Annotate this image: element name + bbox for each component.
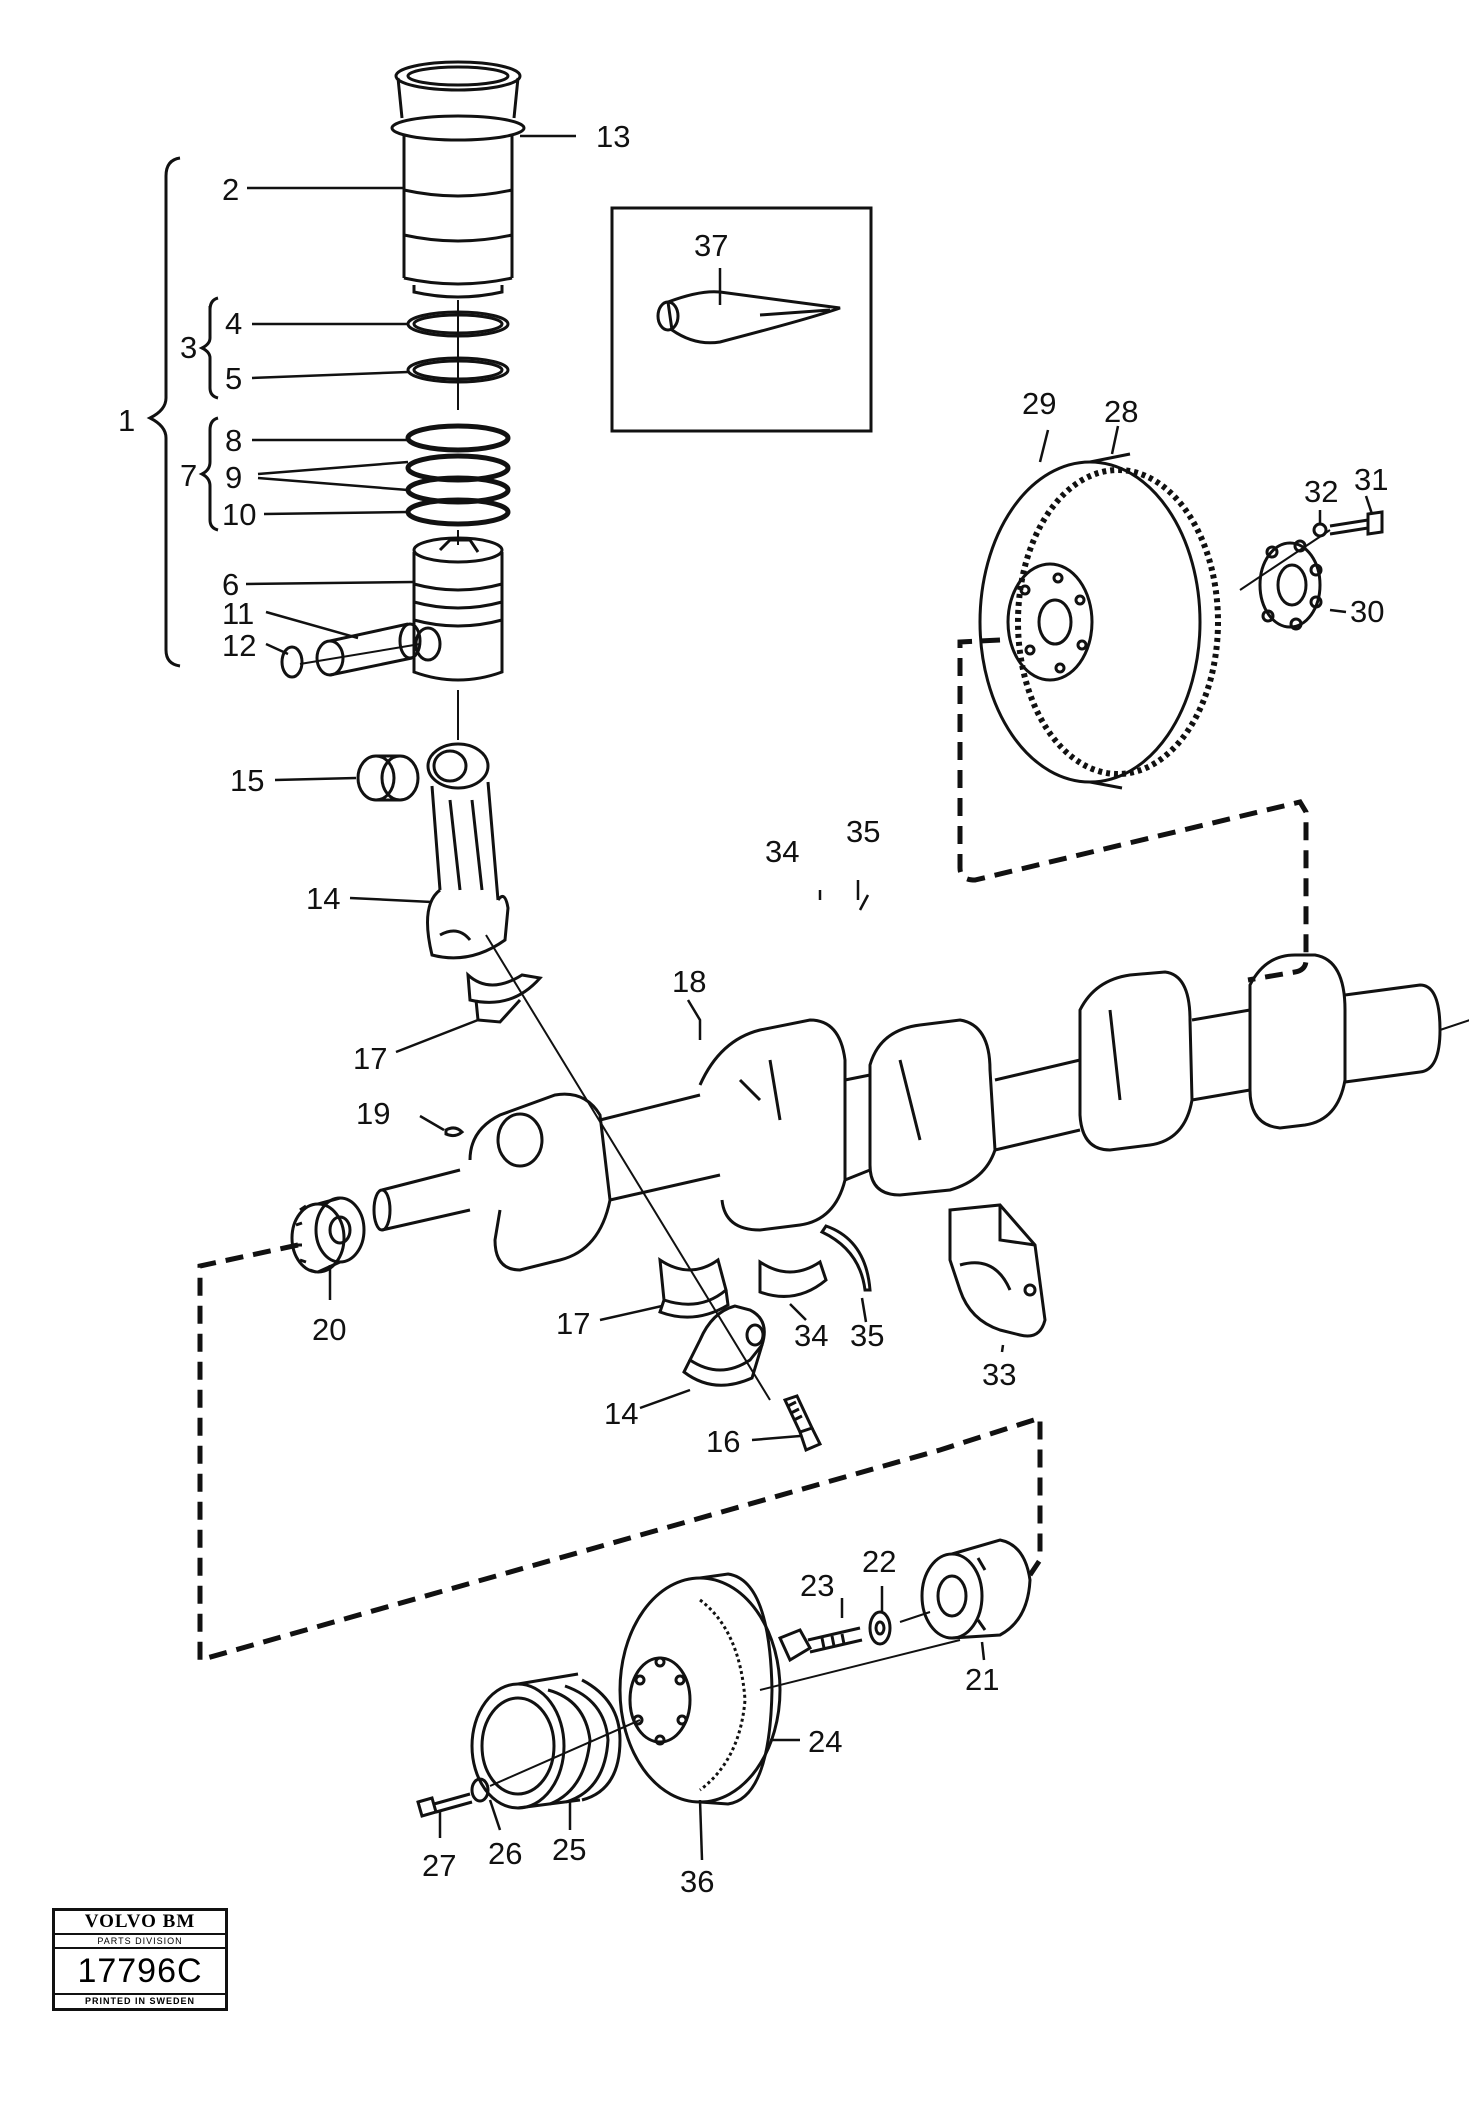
callout-3: 3 <box>180 330 197 365</box>
kit-bracket-3 <box>198 296 219 400</box>
callout-14a: 14 <box>306 881 340 916</box>
callout-22: 22 <box>862 1544 896 1579</box>
callout-30: 30 <box>1350 594 1384 629</box>
connecting-rod <box>426 742 510 960</box>
inset-sealant-tube-box <box>610 206 873 433</box>
callout-37: 37 <box>694 228 728 263</box>
publisher-stamp: VOLVO BM PARTS DIVISION 17796C PRINTED I… <box>52 1908 228 2011</box>
stamp-division: PARTS DIVISION <box>55 1935 225 1949</box>
connecting-rod-cap <box>682 1304 766 1387</box>
callout-34a: 34 <box>765 834 799 869</box>
flywheel-lock-plate <box>1258 539 1323 631</box>
callout-35b: 35 <box>850 1318 884 1353</box>
callout-17a: 17 <box>353 1041 387 1076</box>
callout-10: 10 <box>222 497 256 532</box>
piston <box>412 536 504 682</box>
callout-19: 19 <box>356 1096 390 1131</box>
kit-bracket-7 <box>198 416 219 532</box>
callout-23: 23 <box>800 1568 834 1603</box>
callout-28: 28 <box>1104 394 1138 429</box>
callout-7: 7 <box>180 458 197 493</box>
stamp-brand: VOLVO BM <box>55 1911 225 1935</box>
rod-cap-bolt <box>782 1394 823 1453</box>
callout-12: 12 <box>222 628 256 663</box>
callout-36: 36 <box>680 1864 714 1899</box>
leader-lines <box>245 134 1374 1861</box>
callout-25: 25 <box>552 1832 586 1867</box>
assembly-axis-rod <box>485 934 771 1401</box>
callout-2: 2 <box>222 172 239 207</box>
callout-13: 13 <box>596 119 630 154</box>
callout-31: 31 <box>1354 462 1388 497</box>
callout-27: 27 <box>422 1848 456 1883</box>
drawing-number: 17796C <box>55 1949 225 1995</box>
callout-6: 6 <box>222 567 239 602</box>
crank-hub-21 <box>920 1538 1032 1640</box>
v-belt-pulley <box>470 1672 622 1810</box>
con-rod-bearing-upper <box>466 971 543 1024</box>
stamp-printed: PRINTED IN SWEDEN <box>84 1996 195 2006</box>
callout-15: 15 <box>230 763 264 798</box>
callout-21: 21 <box>965 1662 999 1697</box>
callout-18: 18 <box>672 964 706 999</box>
circlip <box>280 645 304 679</box>
callout-1: 1 <box>118 403 135 438</box>
callout-5: 5 <box>225 361 242 396</box>
callout-11: 11 <box>222 596 254 631</box>
pulley-bolt-23 <box>777 1626 863 1663</box>
main-bearing-34 <box>758 1259 828 1298</box>
vibration-damper <box>618 1572 782 1806</box>
callout-labels: 1 2 3 4 5 6 7 8 9 10 11 12 13 14 15 16 1… <box>118 119 1388 1899</box>
callout-9: 9 <box>225 460 242 495</box>
thrust-washer-35 <box>819 1224 872 1292</box>
cylinder-liner <box>390 60 526 299</box>
woodruff-key <box>444 1126 465 1138</box>
small-end-bushing <box>356 754 420 802</box>
kit-bracket-1 <box>146 156 181 668</box>
callout-4: 4 <box>225 306 242 341</box>
washer-26 <box>470 1777 490 1803</box>
flywheel <box>978 452 1221 790</box>
pulley-bolt-27 <box>416 1792 473 1818</box>
callout-20: 20 <box>312 1312 346 1347</box>
main-bearing-cap <box>948 1203 1047 1338</box>
callout-17b: 17 <box>556 1306 590 1341</box>
flywheel-bolt <box>1329 510 1384 536</box>
crankshaft <box>372 953 1442 1272</box>
callout-24: 24 <box>808 1724 842 1759</box>
crank-gear <box>290 1196 366 1274</box>
callout-26: 26 <box>488 1836 522 1871</box>
callout-14b: 14 <box>604 1396 638 1431</box>
piston-pin <box>315 622 422 677</box>
main-bearing-shell-17 <box>658 1256 730 1319</box>
callout-34b: 34 <box>794 1318 828 1353</box>
callout-35a: 35 <box>846 814 880 849</box>
washer-22 <box>868 1610 892 1646</box>
callout-29: 29 <box>1022 386 1056 421</box>
callout-16: 16 <box>706 1424 740 1459</box>
callout-32: 32 <box>1304 474 1338 509</box>
sealing-ring-5 <box>406 356 510 384</box>
callout-8: 8 <box>225 423 242 458</box>
piston-rings <box>405 423 511 527</box>
dashed-assembly-lines <box>197 637 1309 1664</box>
callout-33: 33 <box>982 1357 1016 1392</box>
